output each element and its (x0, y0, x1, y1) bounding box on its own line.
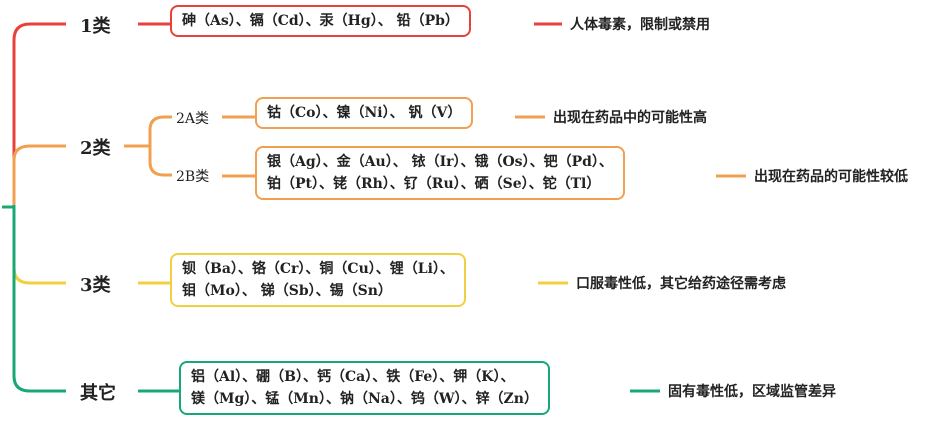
trunk-orange (12, 144, 66, 205)
category-2b-label: 2B类 (176, 169, 210, 185)
trunk-red (12, 22, 66, 205)
category-other-label: 其它 (80, 383, 116, 404)
category-2b-box: 银（Ag）、金（Au）、 铱（Ir）、锇（Os）、钯（Pd）、 铂（Pt）、铑（… (255, 146, 625, 200)
category-2a-label: 2A类 (176, 111, 210, 127)
category-2-label: 2类 (80, 138, 111, 159)
category-other-box-line-1: 铝（Al）、硼（B）、钙（Ca）、铁（Fe）、钾（K）、 (191, 369, 515, 385)
category-3-box: 钡（Ba）、铬（Cr）、铜（Cu）、锂（Li）、 钼（Mo）、 锑（Sb）、锡（… (170, 253, 466, 307)
category-3-box-line-1: 钡（Ba）、铬（Cr）、铜（Cu）、锂（Li）、 (182, 261, 454, 277)
category-3-box-line-2: 钼（Mo）、 锑（Sb）、锡（Sn） (182, 283, 392, 299)
category-1-note: 人体毒素，限制或禁用 (570, 17, 710, 33)
category-other-box-line-2: 镁（Mg）、锰（Mn）、钠（Na）、钨（W）、锌（Zn） (191, 391, 538, 407)
category-2b-box-line-2: 铂（Pt）、铑（Rh）、钌（Ru）、硒（Se）、铊（Tl） (267, 176, 601, 192)
category-2a-note: 出现在药品中的可能性高 (553, 110, 707, 126)
category-2b-note: 出现在药品的可能性较低 (754, 169, 908, 185)
category-1-label: 1类 (80, 16, 111, 37)
category-1-box: 砷（As）、镉（Cd）、汞（Hg）、 铅（Pb） (170, 5, 471, 37)
category-2a-box-line-1: 钴（Co）、镍（Ni）、 钒（V） (267, 105, 462, 121)
category-3-note: 口服毒性低，其它给药途径需考虑 (576, 276, 786, 292)
trunk-green (12, 205, 66, 393)
category-2a-box: 钴（Co）、镍（Ni）、 钒（V） (255, 97, 474, 129)
category-other-note: 固有毒性低，区域监管差异 (668, 384, 836, 400)
cat2-split-down (148, 146, 172, 177)
category-2b-box-line-1: 银（Ag）、金（Au）、 铱（Ir）、锇（Os）、钯（Pd）、 (267, 154, 613, 170)
trunk-yellow (12, 205, 66, 285)
category-1-box-line-1: 砷（As）、镉（Cd）、汞（Hg）、 铅（Pb） (182, 13, 459, 29)
category-other-box: 铝（Al）、硼（B）、钙（Ca）、铁（Fe）、钾（K）、 镁（Mg）、锰（Mn）… (179, 361, 550, 415)
cat2-split-up (148, 115, 172, 146)
category-3-label: 3类 (80, 275, 111, 296)
